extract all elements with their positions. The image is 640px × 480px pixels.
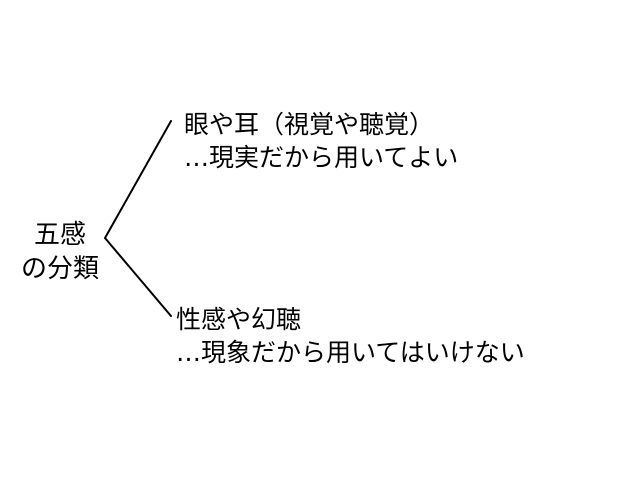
root-label-line-1: 五感 <box>33 220 86 250</box>
root-label-line-2: の分類 <box>20 254 99 284</box>
branch-title: 眼や耳（視覚や聴覚） <box>184 110 435 139</box>
connector-line-lower <box>104 237 172 317</box>
connector-line-upper <box>104 120 172 239</box>
branch-note: …現象だから用いてはいけない <box>176 338 525 367</box>
branch-node-sight-hearing: 眼や耳（視覚や聴覚） …現実だから用いてよい <box>184 108 458 174</box>
branch-title: 性感や幻聴 <box>176 305 302 334</box>
branch-node-sensation-hallucination: 性感や幻聴 …現象だから用いてはいけない <box>176 303 525 369</box>
root-node: 五感 の分類 <box>8 218 112 286</box>
branch-note: …現実だから用いてよい <box>184 143 459 172</box>
